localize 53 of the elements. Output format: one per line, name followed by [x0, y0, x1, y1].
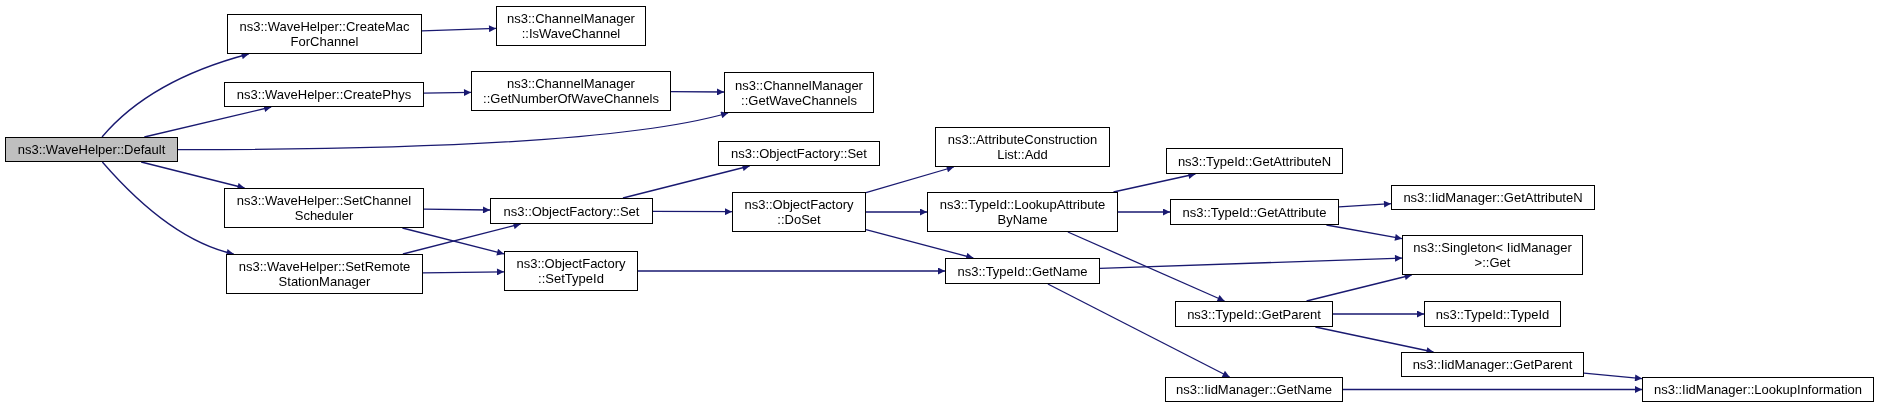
function-box: ns3::IidManager::GetName [1165, 377, 1343, 402]
arrow [637, 267, 946, 275]
arrow [101, 161, 235, 256]
arrow [421, 25, 497, 33]
arrow [1583, 372, 1643, 382]
function-box: ns3::WaveHelper::CreateMac ForChannel [227, 14, 422, 54]
function-box: ns3::ChannelManager ::GetWaveChannels [724, 72, 874, 113]
arrow [1332, 310, 1425, 318]
function-box: ns3::TypeId::GetName [945, 258, 1100, 284]
arrow [402, 222, 522, 255]
arrow [622, 164, 751, 199]
function-box: ns3::WaveHelper::SetChannel Scheduler [224, 188, 424, 228]
arrow [423, 206, 491, 214]
arrow [652, 208, 733, 216]
function-box: ns3::WaveHelper::SetRemote StationManager [226, 254, 423, 294]
arrow [1117, 208, 1171, 216]
function-box: ns3::TypeId::GetAttributeN [1166, 148, 1343, 174]
function-box: ns3::WaveHelper::CreatePhys [224, 82, 424, 107]
arrow [865, 229, 974, 260]
function-box: ns3::Singleton< IidManager >::Get [1402, 235, 1583, 275]
function-box: ns3::IidManager::GetParent [1401, 352, 1584, 377]
arrow [422, 268, 505, 276]
function-box: ns3::IidManager::GetAttributeN [1391, 185, 1595, 210]
function-box: ns3::TypeId::GetParent [1175, 301, 1333, 327]
function-box: ns3::IidManager::LookupInformation [1642, 377, 1874, 402]
arrow [865, 165, 955, 194]
arrow [101, 52, 250, 138]
arrow [1305, 273, 1413, 302]
arrow [1112, 172, 1196, 193]
arrow [1047, 283, 1231, 378]
arrow [1325, 224, 1403, 241]
arrow [1099, 254, 1403, 269]
function-box: ns3::ObjectFactory ::DoSet [732, 192, 866, 232]
function-box: ns3::TypeId::TypeId [1424, 301, 1561, 327]
arrow [140, 161, 246, 190]
function-box: ns3::AttributeConstruction List::Add [935, 127, 1110, 167]
function-box: ns3::WaveHelper::Default [5, 137, 178, 162]
arrow [865, 208, 928, 216]
arrow [401, 227, 505, 256]
arrow [423, 89, 472, 96]
arrow [1342, 386, 1643, 393]
function-box: ns3::ObjectFactory::Set [718, 141, 880, 166]
function-box: ns3::ChannelManager ::GetNumberOfWaveChannels [471, 71, 671, 111]
arrow [177, 111, 729, 151]
function-box: ns3::TypeId::GetAttribute [1170, 199, 1339, 225]
function-box: ns3::ObjectFactory::Set [490, 198, 653, 224]
arrow [143, 105, 272, 138]
arrow [1338, 200, 1392, 208]
arrow [1314, 326, 1435, 354]
arrow [670, 88, 725, 96]
function-box: ns3::ObjectFactory ::SetTypeId [504, 251, 638, 291]
function-box: ns3::TypeId::LookupAttribute ByName [927, 192, 1118, 232]
function-box: ns3::ChannelManager ::IsWaveChannel [496, 6, 646, 46]
